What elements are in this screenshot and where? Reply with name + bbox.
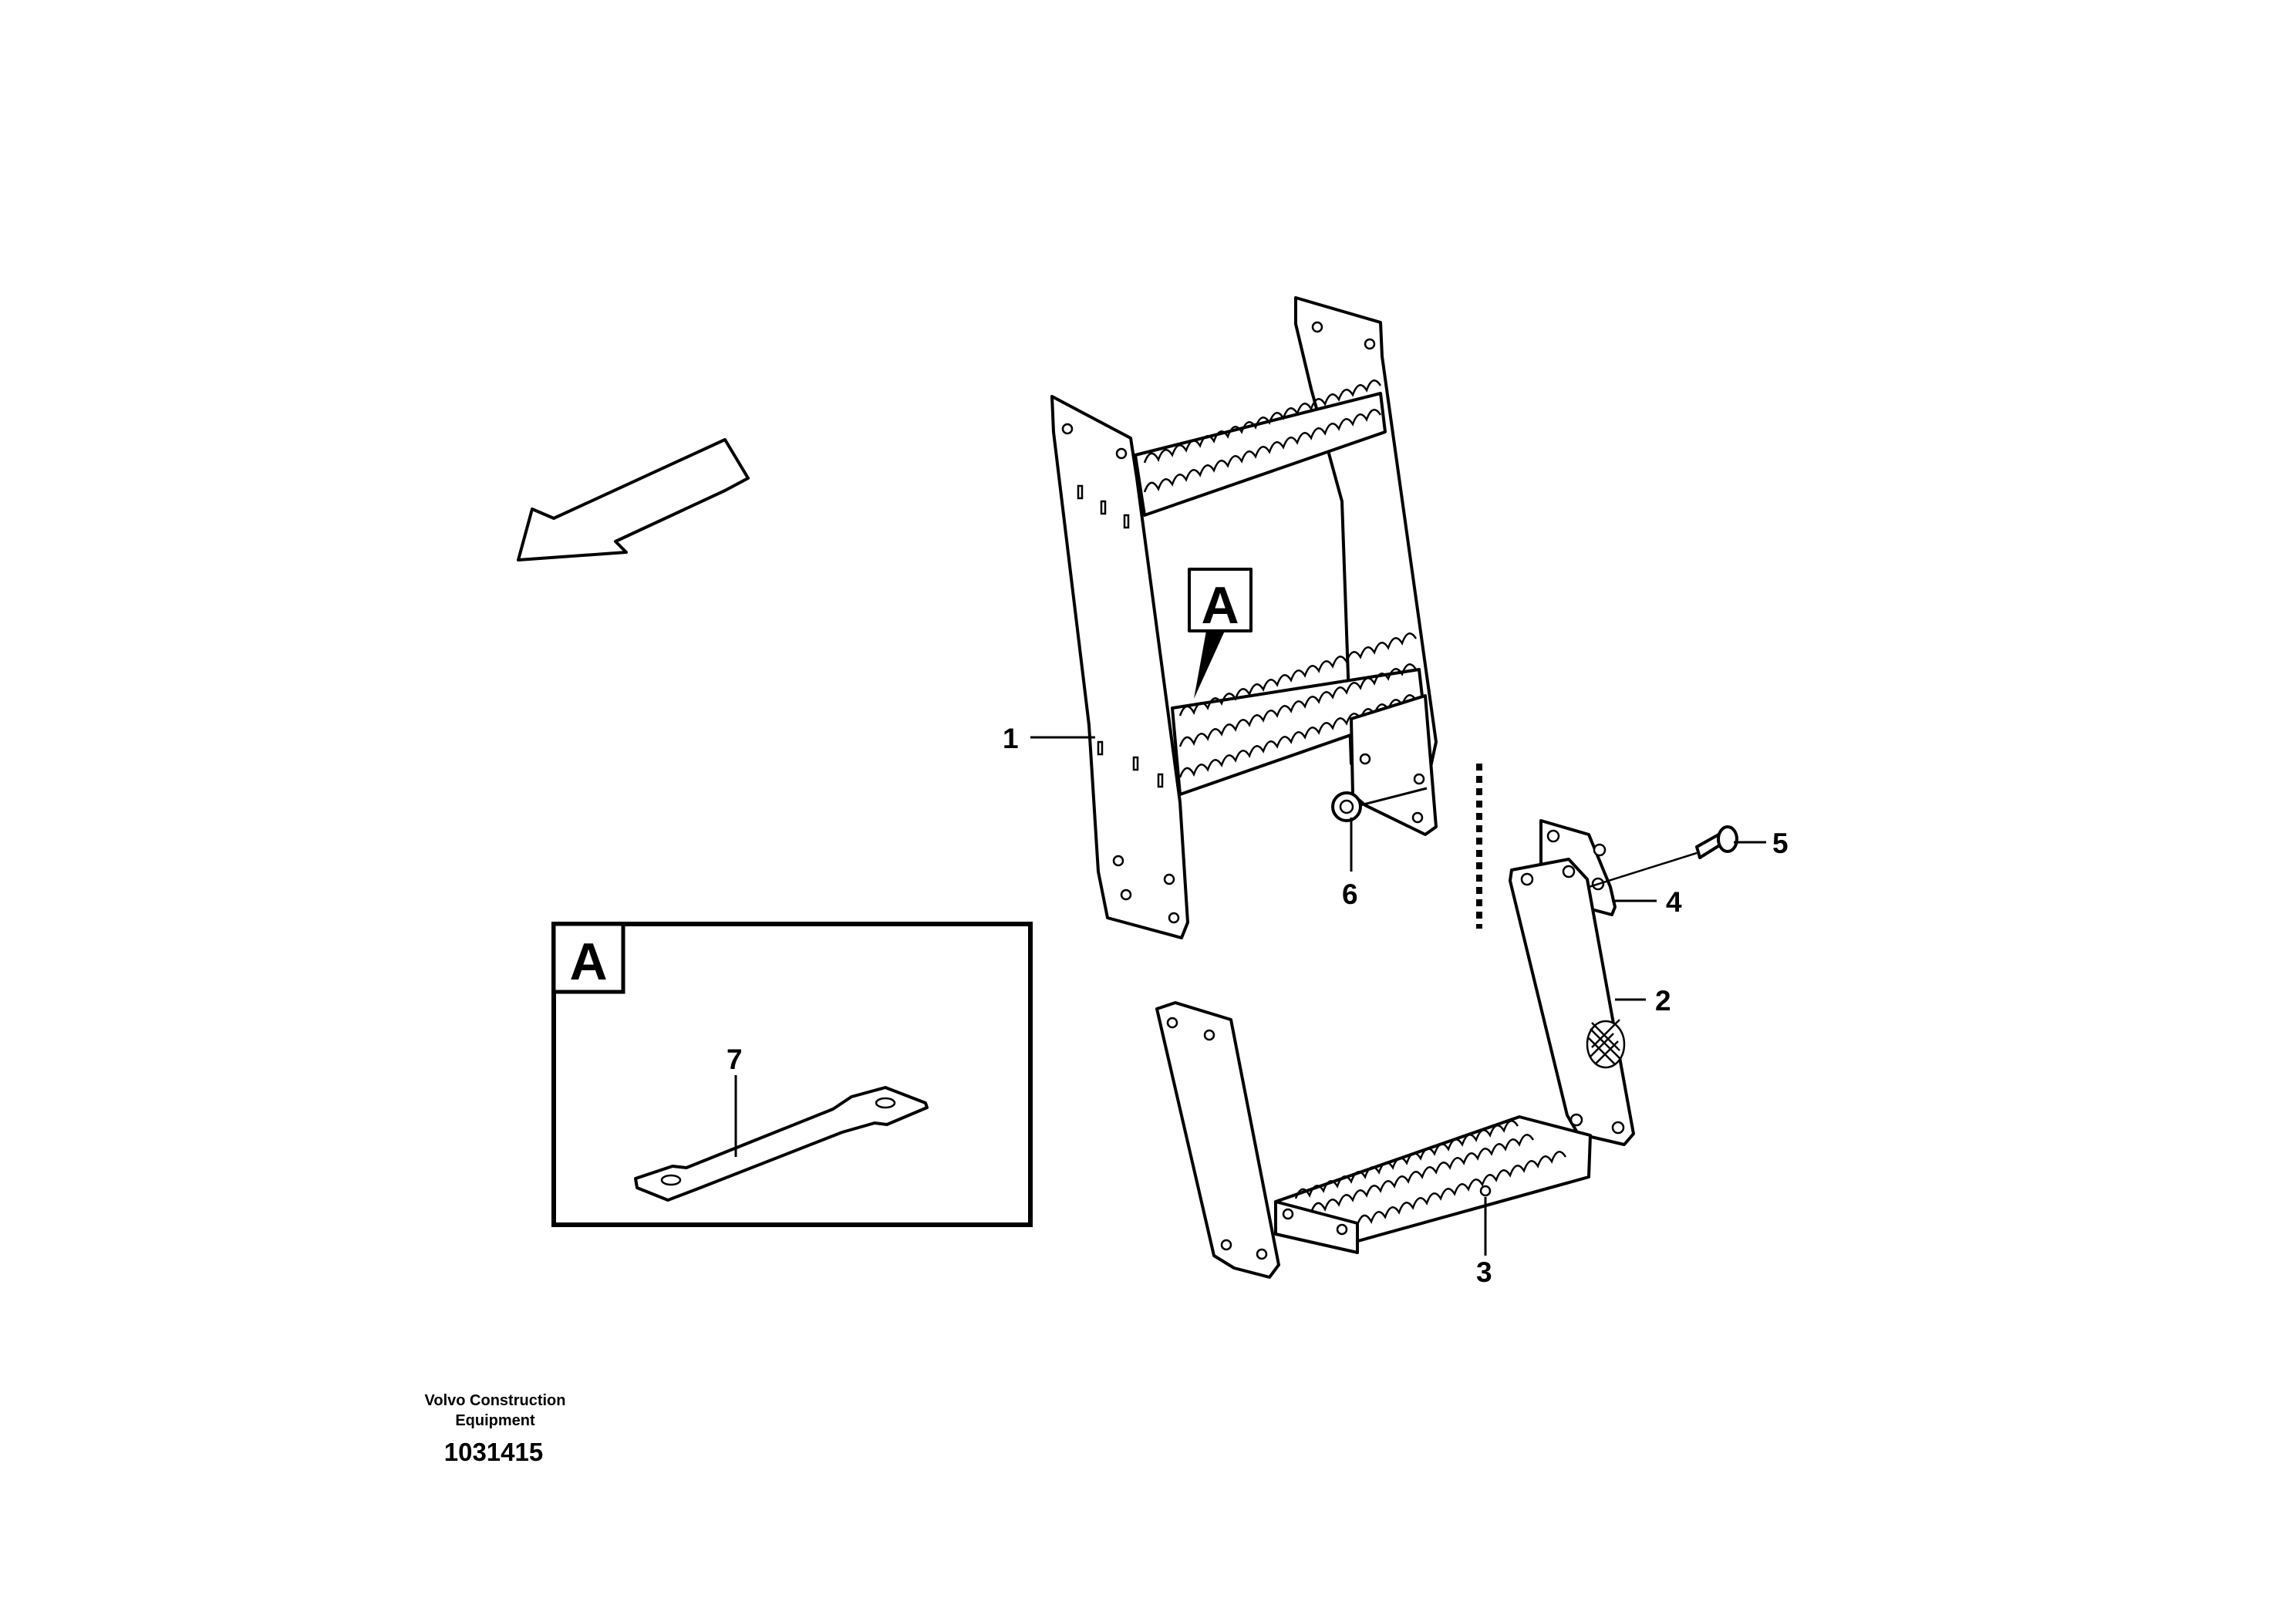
- bolt-5: [1588, 825, 1738, 889]
- callout-1: 1: [1003, 723, 1019, 754]
- callout-6: 6: [1342, 878, 1358, 910]
- company-name-line1: Volvo Construction: [425, 1392, 566, 1409]
- step-3: [1155, 1001, 1592, 1279]
- side-plate-2: [1509, 858, 1635, 1146]
- footer-block: Volvo Construction Equipment 1031415: [425, 1392, 566, 1466]
- callout-4: 4: [1666, 886, 1682, 918]
- company-name-line2: Equipment: [455, 1412, 535, 1429]
- detail-view-a: A 7: [551, 922, 1033, 1227]
- callout-2: 2: [1655, 985, 1671, 1017]
- view-marker-a: A: [1188, 568, 1253, 699]
- ladder-assembly: [1050, 296, 1438, 939]
- detail-view-a-tag: A: [569, 932, 607, 991]
- callout-7: 7: [727, 1044, 743, 1075]
- nut-6: [1331, 787, 1428, 822]
- callout-leaders: [1030, 736, 1766, 1256]
- callout-3: 3: [1476, 1256, 1492, 1288]
- view-marker-a-letter: A: [1201, 576, 1239, 635]
- illustration-number: 1031415: [444, 1438, 543, 1466]
- callout-5: 5: [1772, 828, 1789, 859]
- ladder-top-tread: [1134, 379, 1387, 517]
- direction-arrow-icon: [517, 438, 750, 561]
